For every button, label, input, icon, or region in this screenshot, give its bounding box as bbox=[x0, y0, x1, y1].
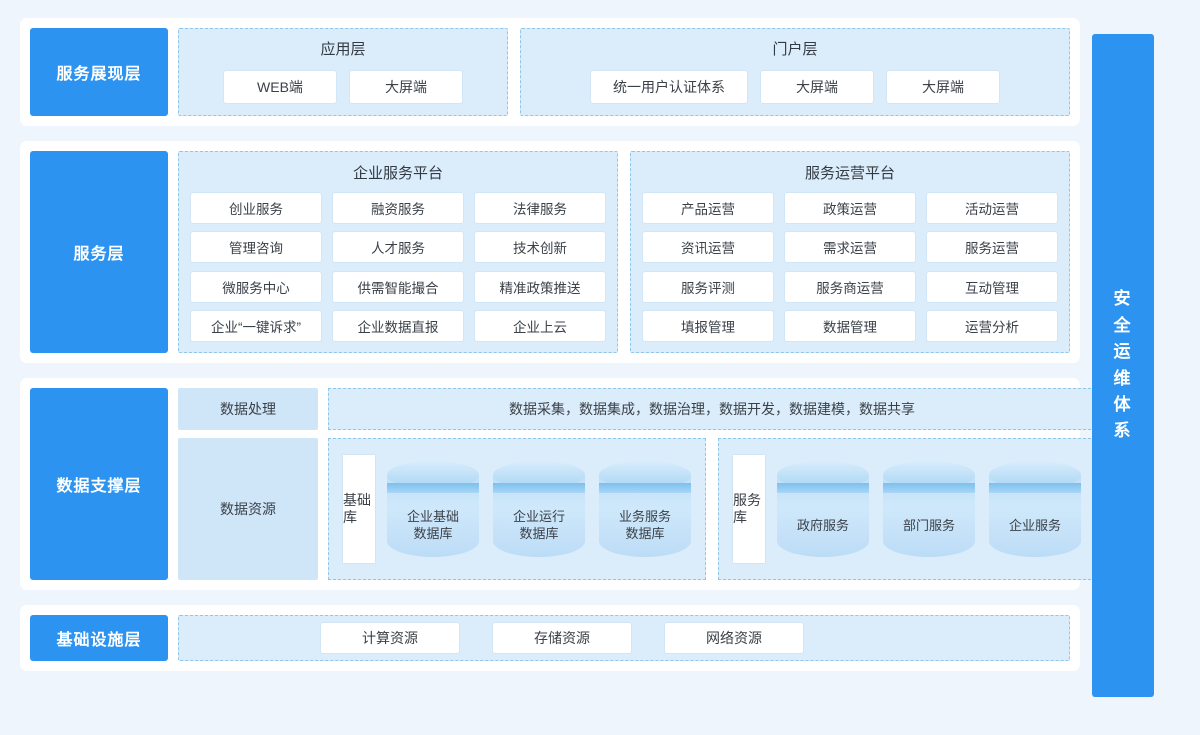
item-one-click-appeal[interactable]: 企业“一键诉求” bbox=[191, 310, 321, 341]
database-label: 业务服务 数据库 bbox=[618, 509, 671, 542]
item-micro-service-center[interactable]: 微服务中心 bbox=[191, 271, 321, 302]
data-support-body: 数据处理 数据采集，数据集成，数据治理，数据开发，数据建模，数据共享 数据资源 … bbox=[178, 388, 1096, 580]
panel-infrastructure: 计算资源 存储资源 网络资源 bbox=[178, 615, 1070, 661]
item-tech-innovation[interactable]: 技术创新 bbox=[475, 232, 605, 263]
side-label-data-resource: 数据资源 bbox=[178, 438, 318, 580]
item-enterprise-data-report[interactable]: 企业数据直报 bbox=[333, 310, 463, 341]
security-char: 运 bbox=[1113, 342, 1133, 362]
security-bar-vertical-text: 安 全 运 维 体 系 bbox=[1114, 286, 1133, 444]
layer-label-service: 服务层 bbox=[30, 151, 168, 353]
database-groups: 基础库 企业基础 数据库 bbox=[328, 438, 1096, 580]
panel-title-portal: 门户层 bbox=[772, 41, 818, 58]
item-legal-service[interactable]: 法律服务 bbox=[475, 193, 605, 223]
security-char: 全 bbox=[1113, 315, 1133, 335]
item-report-management[interactable]: 填报管理 bbox=[643, 310, 773, 341]
cylinder-band-icon bbox=[387, 483, 479, 493]
database-department-service[interactable]: 部门服务 bbox=[883, 461, 975, 557]
layer-label-data-support: 数据支撑层 bbox=[30, 388, 168, 580]
security-operations-bar: 安 全 运 维 体 系 bbox=[1092, 34, 1154, 697]
layer-row-infrastructure: 基础设施层 计算资源 存储资源 网络资源 bbox=[20, 605, 1080, 671]
item-startup-service[interactable]: 创业服务 bbox=[191, 193, 321, 223]
item-information-operation[interactable]: 资讯运营 bbox=[643, 232, 773, 263]
db-group-base: 基础库 企业基础 数据库 bbox=[328, 438, 706, 580]
panel-enterprise-service-platform: 企业服务平台 创业服务 融资服务 法律服务 管理咨询 人才服务 技术创新 微服务… bbox=[178, 151, 618, 353]
service-library-cylinders: 政府服务 部门服务 bbox=[777, 461, 1081, 557]
base-library-cylinders: 企业基础 数据库 企业运行 数据库 bbox=[387, 461, 691, 557]
cylinder-band-icon bbox=[599, 483, 691, 493]
layer-row-data-support: 数据支撑层 数据处理 数据采集，数据集成，数据治理，数据开发，数据建模，数据共享… bbox=[20, 378, 1096, 590]
application-items: WEB端 大屏端 bbox=[191, 69, 495, 105]
service-panels: 企业服务平台 创业服务 融资服务 法律服务 管理咨询 人才服务 技术创新 微服务… bbox=[178, 151, 1070, 353]
panel-service-operation-platform: 服务运营平台 产品运营 政策运营 活动运营 资讯运营 需求运营 服务运营 服务评… bbox=[630, 151, 1070, 353]
layers-column: 服务展现层 应用层 WEB端 大屏端 门户层 统一用户认证体系 大屏端 大屏端 bbox=[20, 18, 1096, 717]
item-financing-service[interactable]: 融资服务 bbox=[333, 193, 463, 223]
security-char: 系 bbox=[1113, 421, 1133, 441]
item-activity-operation[interactable]: 活动运营 bbox=[927, 193, 1057, 223]
item-supply-demand-matching[interactable]: 供需智能撮合 bbox=[333, 271, 463, 302]
layer-label-infrastructure: 基础设施层 bbox=[30, 615, 168, 661]
item-enterprise-cloud[interactable]: 企业上云 bbox=[475, 310, 605, 341]
security-char: 维 bbox=[1113, 368, 1133, 388]
db-group-service: 服务库 政府服务 bbox=[718, 438, 1096, 580]
database-label: 企业运行 数据库 bbox=[512, 509, 565, 542]
item-demand-operation[interactable]: 需求运营 bbox=[785, 232, 915, 263]
item-data-management[interactable]: 数据管理 bbox=[785, 310, 915, 341]
layer-row-presentation: 服务展现层 应用层 WEB端 大屏端 门户层 统一用户认证体系 大屏端 大屏端 bbox=[20, 18, 1080, 126]
item-operation-analysis[interactable]: 运营分析 bbox=[927, 310, 1057, 341]
cylinder-band-icon bbox=[493, 483, 585, 493]
database-label: 企业服务 bbox=[1008, 518, 1061, 534]
database-enterprise-base[interactable]: 企业基础 数据库 bbox=[387, 461, 479, 557]
cylinder-band-icon bbox=[989, 483, 1081, 493]
item-bigscreen-client[interactable]: 大屏端 bbox=[350, 71, 462, 103]
security-char: 安 bbox=[1113, 289, 1133, 309]
database-label: 部门服务 bbox=[902, 518, 955, 534]
panel-application-layer: 应用层 WEB端 大屏端 bbox=[178, 28, 508, 116]
item-interaction-management[interactable]: 互动管理 bbox=[927, 271, 1057, 302]
cylinder-band-icon bbox=[883, 483, 975, 493]
item-bigscreen-client-2[interactable]: 大屏端 bbox=[761, 71, 873, 103]
item-precision-policy-push[interactable]: 精准政策推送 bbox=[475, 271, 605, 302]
item-web-client[interactable]: WEB端 bbox=[224, 71, 336, 103]
portal-items: 统一用户认证体系 大屏端 大屏端 bbox=[533, 69, 1057, 105]
item-management-consulting[interactable]: 管理咨询 bbox=[191, 232, 321, 263]
item-service-operation[interactable]: 服务运营 bbox=[927, 232, 1057, 263]
database-label: 企业基础 数据库 bbox=[406, 509, 459, 542]
side-label-data-processing: 数据处理 bbox=[178, 388, 318, 430]
operation-platform-items: 产品运营 政策运营 活动运营 资讯运营 需求运营 服务运营 服务评测 服务商运营… bbox=[643, 193, 1057, 342]
presentation-panels: 应用层 WEB端 大屏端 门户层 统一用户认证体系 大屏端 大屏端 bbox=[178, 28, 1070, 116]
item-unified-auth[interactable]: 统一用户认证体系 bbox=[591, 71, 747, 103]
item-bigscreen-client-3[interactable]: 大屏端 bbox=[887, 71, 999, 103]
item-service-evaluation[interactable]: 服务评测 bbox=[643, 271, 773, 302]
item-network-resource[interactable]: 网络资源 bbox=[665, 623, 803, 653]
panel-title-application: 应用层 bbox=[320, 41, 366, 58]
layer-row-service: 服务层 企业服务平台 创业服务 融资服务 法律服务 管理咨询 人才服务 技术创新… bbox=[20, 141, 1080, 363]
data-processing-row: 数据处理 数据采集，数据集成，数据治理，数据开发，数据建模，数据共享 bbox=[178, 388, 1096, 430]
panel-title-operation-platform: 服务运营平台 bbox=[804, 165, 895, 182]
item-storage-resource[interactable]: 存储资源 bbox=[493, 623, 631, 653]
item-talent-service[interactable]: 人才服务 bbox=[333, 232, 463, 263]
data-processing-content: 数据采集，数据集成，数据治理，数据开发，数据建模，数据共享 bbox=[328, 388, 1096, 430]
panel-title-enterprise-platform: 企业服务平台 bbox=[352, 165, 443, 182]
item-compute-resource[interactable]: 计算资源 bbox=[321, 623, 459, 653]
database-enterprise-operation[interactable]: 企业运行 数据库 bbox=[493, 461, 585, 557]
enterprise-platform-items: 创业服务 融资服务 法律服务 管理咨询 人才服务 技术创新 微服务中心 供需智能… bbox=[191, 193, 605, 342]
database-business-service[interactable]: 业务服务 数据库 bbox=[599, 461, 691, 557]
infrastructure-items: 计算资源 存储资源 网络资源 bbox=[321, 623, 803, 653]
group-label-base-library: 基础库 bbox=[343, 455, 375, 563]
security-char: 体 bbox=[1113, 394, 1133, 414]
layer-label-presentation: 服务展现层 bbox=[30, 28, 168, 116]
item-product-operation[interactable]: 产品运营 bbox=[643, 193, 773, 223]
item-provider-operation[interactable]: 服务商运营 bbox=[785, 271, 915, 302]
panel-portal-layer: 门户层 统一用户认证体系 大屏端 大屏端 bbox=[520, 28, 1070, 116]
cylinder-band-icon bbox=[777, 483, 869, 493]
item-policy-operation[interactable]: 政策运营 bbox=[785, 193, 915, 223]
database-government-service[interactable]: 政府服务 bbox=[777, 461, 869, 557]
group-label-service-library: 服务库 bbox=[733, 455, 765, 563]
database-enterprise-service[interactable]: 企业服务 bbox=[989, 461, 1081, 557]
data-resource-row: 数据资源 基础库 企业基础 数据库 bbox=[178, 438, 1096, 580]
database-label: 政府服务 bbox=[796, 518, 849, 534]
